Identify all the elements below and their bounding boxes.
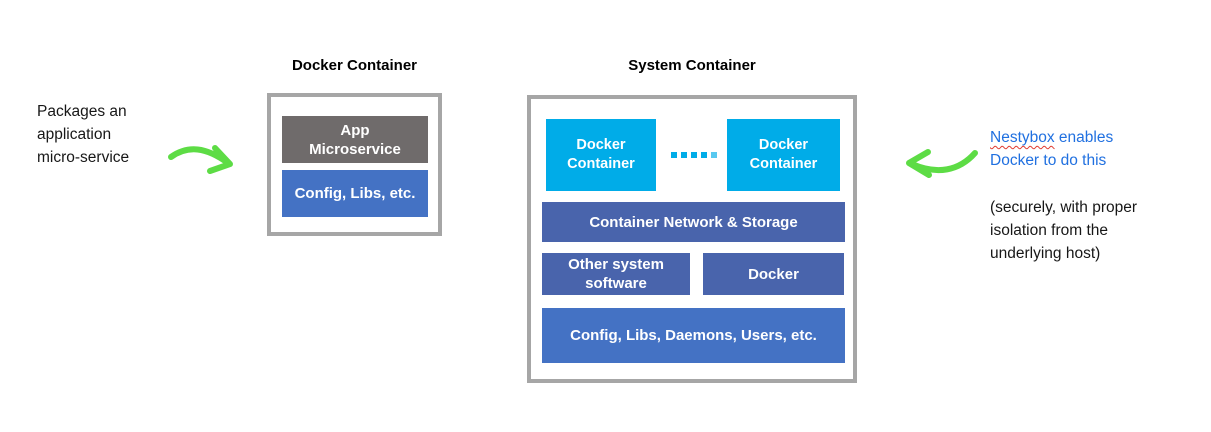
securely-annotation: (securely, with proper isolation from th…	[990, 196, 1137, 265]
left-annotation: Packages an application micro-service	[37, 100, 129, 169]
left-annotation-line: micro-service	[37, 149, 130, 166]
docker-container-2-label-line: Docker	[758, 137, 809, 153]
securely-annotation-line: isolation from the	[990, 222, 1109, 239]
nestybox-annotation-line1: Nestybox enables	[990, 126, 1113, 149]
config-libs-daemons-box: Config, Libs, Daemons, Users, etc.	[542, 308, 845, 363]
config-libs-daemons-label: Config, Libs, Daemons, Users, etc.	[570, 327, 817, 344]
nestybox-annotation-line2: Docker to do this	[990, 152, 1107, 169]
other-system-software-label-line: software	[585, 275, 647, 292]
dotted-connector-icon	[671, 152, 717, 158]
arrow-left-icon	[901, 143, 981, 189]
nestybox-annotation: Nestybox enables Docker to do this	[990, 126, 1113, 172]
left-annotation-line: Packages an	[37, 103, 127, 120]
nestybox-word: Nestybox	[990, 129, 1055, 146]
app-microservice-label-line: Microservice	[309, 140, 401, 158]
other-system-software-label-line: Other system	[568, 256, 664, 273]
docker-container-1-box: Docker Container	[546, 119, 656, 191]
system-container-title: System Container	[628, 57, 756, 74]
arrow-right-icon	[166, 140, 240, 182]
system-container-box: Docker Container Docker Container Contai…	[527, 95, 857, 383]
other-system-software-box: Other system software	[542, 253, 690, 295]
app-microservice-box: App Microservice	[282, 116, 428, 163]
securely-annotation-line: underlying host)	[990, 245, 1101, 262]
config-libs-label: Config, Libs, etc.	[294, 185, 416, 202]
app-microservice-label-line: App	[340, 121, 370, 139]
left-annotation-line: application	[37, 126, 112, 143]
enables-word: enables	[1054, 129, 1114, 146]
container-network-storage-box: Container Network & Storage	[542, 202, 845, 242]
docker-box: Docker	[703, 253, 844, 295]
docker-container-box: App Microservice Config, Libs, etc.	[267, 93, 442, 236]
securely-annotation-line: (securely, with proper	[990, 199, 1138, 216]
docker-container-1-label-line: Docker	[576, 137, 626, 153]
docker-container-2-box: Docker Container	[727, 119, 840, 191]
docker-container-1-label-line: Container	[567, 156, 635, 172]
docker-container-title: Docker Container	[291, 57, 418, 74]
config-libs-box: Config, Libs, etc.	[282, 170, 428, 217]
container-network-storage-label: Container Network & Storage	[589, 213, 798, 231]
docker-label: Docker	[748, 265, 799, 283]
docker-container-2-label-line: Container	[749, 156, 818, 172]
